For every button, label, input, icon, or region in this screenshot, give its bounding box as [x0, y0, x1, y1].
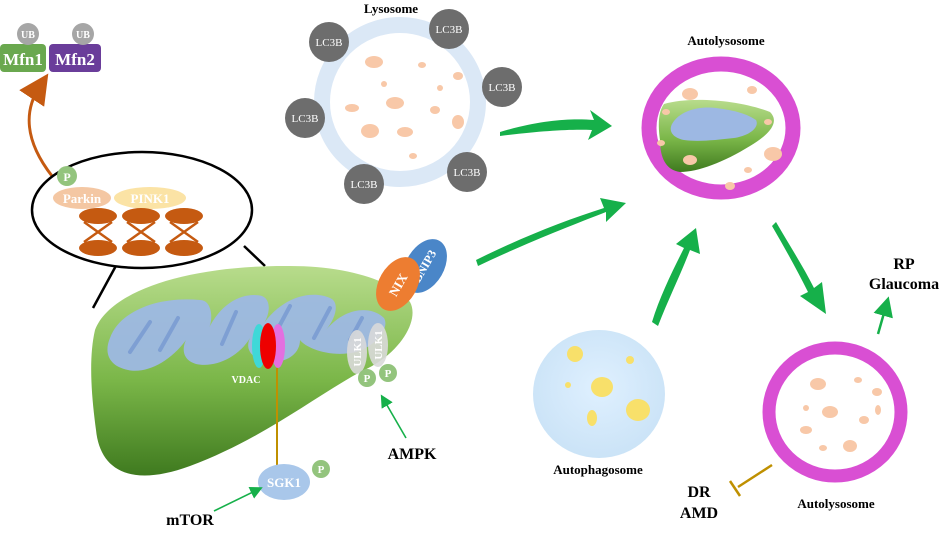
- ub-mfn2-label: UB: [76, 30, 90, 41]
- lc3b-3-label: LC3B: [489, 82, 516, 94]
- zoom-connector-right: [243, 245, 266, 267]
- ub-mfn1-label: UB: [21, 30, 35, 41]
- lc3b-1: [309, 22, 349, 62]
- autophagosome-label: Autophagosome: [553, 462, 643, 477]
- cristae-motif-3: [165, 208, 203, 256]
- autolysosome-top-label: Autolysosome: [687, 33, 765, 48]
- autolysosome-bottom-dots: [800, 377, 882, 452]
- lc3b-2: [429, 9, 469, 49]
- lc3b-5-label: LC3B: [454, 167, 481, 179]
- lc3b-4-label: LC3B: [292, 113, 319, 125]
- lc3b-5: [447, 152, 487, 192]
- sgk1-label: SGK1: [267, 475, 301, 490]
- ulk1-phospho-2: [379, 364, 397, 382]
- autophagosome: Autophagosome: [533, 330, 665, 477]
- parkin-label: Parkin: [63, 191, 102, 206]
- ubiquitination-arrow: [19, 73, 54, 177]
- sgk1-ellipse: [258, 464, 310, 500]
- ulk1-left-label: ULK1: [352, 337, 364, 366]
- autolysosome-top-dots: [657, 86, 782, 190]
- mfn2-label: Mfn2: [55, 50, 95, 69]
- mfn1-box: [0, 44, 46, 72]
- lc3b-3: [482, 67, 522, 107]
- cristae-lines: [128, 304, 364, 354]
- lc3b-6: [344, 164, 384, 204]
- ulk1-left: [347, 330, 367, 374]
- mitochondrion-cristae: [107, 294, 386, 371]
- lc3b-1-label: LC3B: [316, 37, 343, 49]
- ub-mfn2-circle: [72, 23, 94, 45]
- mitochondrion: VDAC ULK1 ULK1 P P: [91, 265, 413, 476]
- parkin-phospho: [57, 166, 77, 186]
- autolysosome-bottom: Autolysosome: [762, 341, 908, 511]
- mtor-arrow: [213, 487, 263, 512]
- flow-arrow-down: [772, 222, 826, 314]
- parkin-ellipse: [53, 187, 111, 209]
- disease-arrow: [873, 296, 893, 335]
- pink1-ellipse: [114, 187, 186, 209]
- lc3b-2-label: LC3B: [436, 24, 463, 36]
- flow-arrow-receptors: [476, 198, 626, 266]
- cristae-motif-2: [122, 208, 160, 256]
- vdac-label: VDAC: [232, 375, 261, 386]
- mtor-label: mTOR: [166, 512, 214, 529]
- vdac-red: [260, 323, 276, 369]
- lysosome: Lysosome LC3B LC3B LC3B LC3B LC: [285, 1, 522, 204]
- amd-label: AMD: [680, 505, 718, 522]
- mfn1-label: Mfn1: [3, 50, 43, 69]
- lysosome-dots: [345, 56, 464, 159]
- glaucoma-label: Glaucoma: [869, 276, 939, 293]
- engulfed-cristae: [670, 107, 757, 141]
- ampk-label: AMPK: [388, 446, 437, 463]
- inhibit-bar: [728, 480, 742, 497]
- ub-mfn1-circle: [17, 23, 39, 45]
- pink1-label: PINK1: [131, 191, 170, 206]
- ulk1-phospho-1-label: P: [364, 373, 371, 385]
- ulk1-phospho-1: [358, 369, 376, 387]
- rp-label: RP: [893, 256, 915, 273]
- ulk1-right: [368, 323, 388, 367]
- flow-arrow-autophagosome: [652, 228, 700, 326]
- lc3b-4: [285, 98, 325, 138]
- zoom-connector-left: [91, 261, 120, 309]
- parkin-phospho-label: P: [63, 170, 70, 184]
- receptor-pair: BNIP3 NIX: [376, 239, 447, 311]
- sgk1-phospho: [312, 460, 330, 478]
- flow-arrow-lysosome: [500, 110, 612, 140]
- dr-label: DR: [687, 484, 711, 501]
- autolysosome-top: Autolysosome: [641, 33, 801, 200]
- lysosome-label: Lysosome: [364, 1, 418, 16]
- autophagosome-dots: [565, 346, 650, 426]
- ulk1-phospho-2-label: P: [385, 368, 392, 380]
- nix-ellipse: [376, 257, 420, 311]
- ulk1-right-label: ULK1: [373, 330, 385, 359]
- zoom-inset: P Parkin PINK1: [30, 150, 266, 309]
- lc3b-6-label: LC3B: [351, 179, 378, 191]
- inhibit-line: [737, 463, 773, 489]
- ampk-arrow: [380, 394, 407, 439]
- autolysosome-bottom-label: Autolysosome: [797, 496, 875, 511]
- sgk1-phospho-label: P: [318, 464, 325, 476]
- lc3b-circles: LC3B LC3B LC3B LC3B LC3B LC3B: [285, 9, 522, 204]
- mfn2-box: [49, 44, 101, 72]
- cristae-motif-1: [79, 208, 117, 256]
- mfn-complex: Mfn1 Mfn2 UB UB: [0, 23, 101, 72]
